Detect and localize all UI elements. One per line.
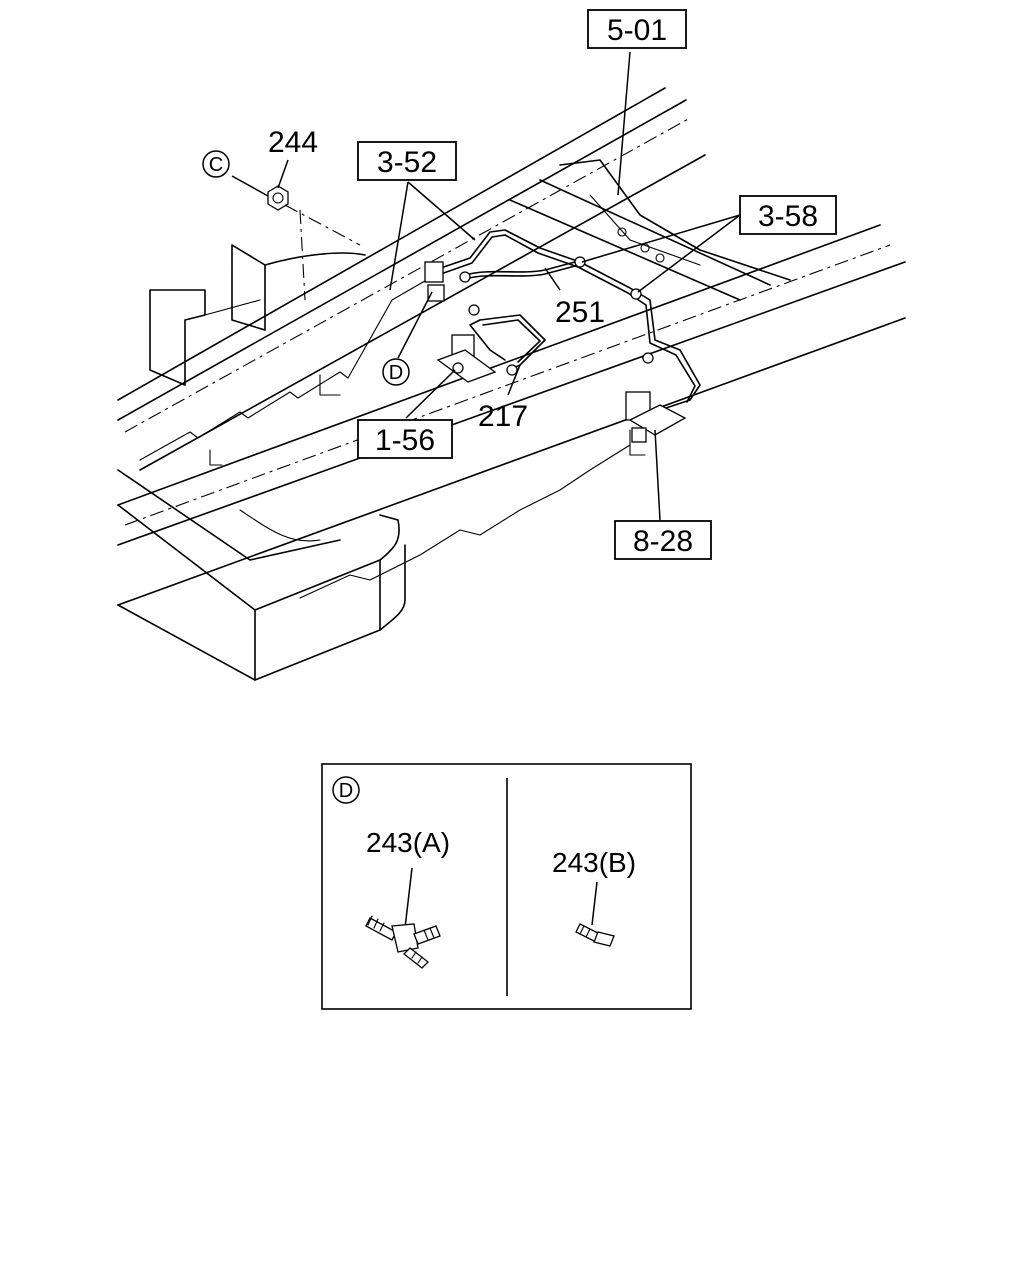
ref-box-8-28: 8-28 [614, 520, 712, 560]
ref-box-1-56: 1-56 [357, 419, 453, 459]
detail-label-243b: 243(B) [552, 847, 636, 878]
ref-label-5-01: 5-01 [607, 14, 667, 47]
ref-box-5-01: 5-01 [587, 9, 687, 49]
marker-c: C [202, 150, 230, 178]
marker-d-label: D [389, 362, 403, 384]
part-label-251: 251 [555, 296, 605, 329]
part-label-217: 217 [478, 400, 528, 433]
detail-box-d: D 243(A) 243(B) [321, 763, 692, 1010]
brake-pipes [434, 229, 701, 411]
nut-244 [267, 185, 289, 211]
leader-lines [231, 51, 741, 521]
marker-d: D [382, 358, 410, 386]
detail-marker-label: D [339, 780, 353, 802]
detail-label-243a: 243(A) [366, 827, 450, 858]
fittings [267, 185, 687, 443]
ref-label-1-56: 1-56 [375, 424, 435, 457]
frame-rails [117, 87, 906, 681]
ref-label-8-28: 8-28 [633, 525, 693, 558]
marker-c-label: C [209, 154, 223, 176]
ref-label-3-52: 3-52 [377, 146, 437, 179]
ref-box-3-52: 3-52 [357, 141, 457, 181]
ref-label-3-58: 3-58 [758, 200, 818, 233]
ref-box-3-58: 3-58 [739, 195, 837, 235]
union-fitting-243b [575, 923, 615, 947]
tee-fitting-243a [365, 915, 441, 969]
part-label-244: 244 [268, 126, 318, 159]
